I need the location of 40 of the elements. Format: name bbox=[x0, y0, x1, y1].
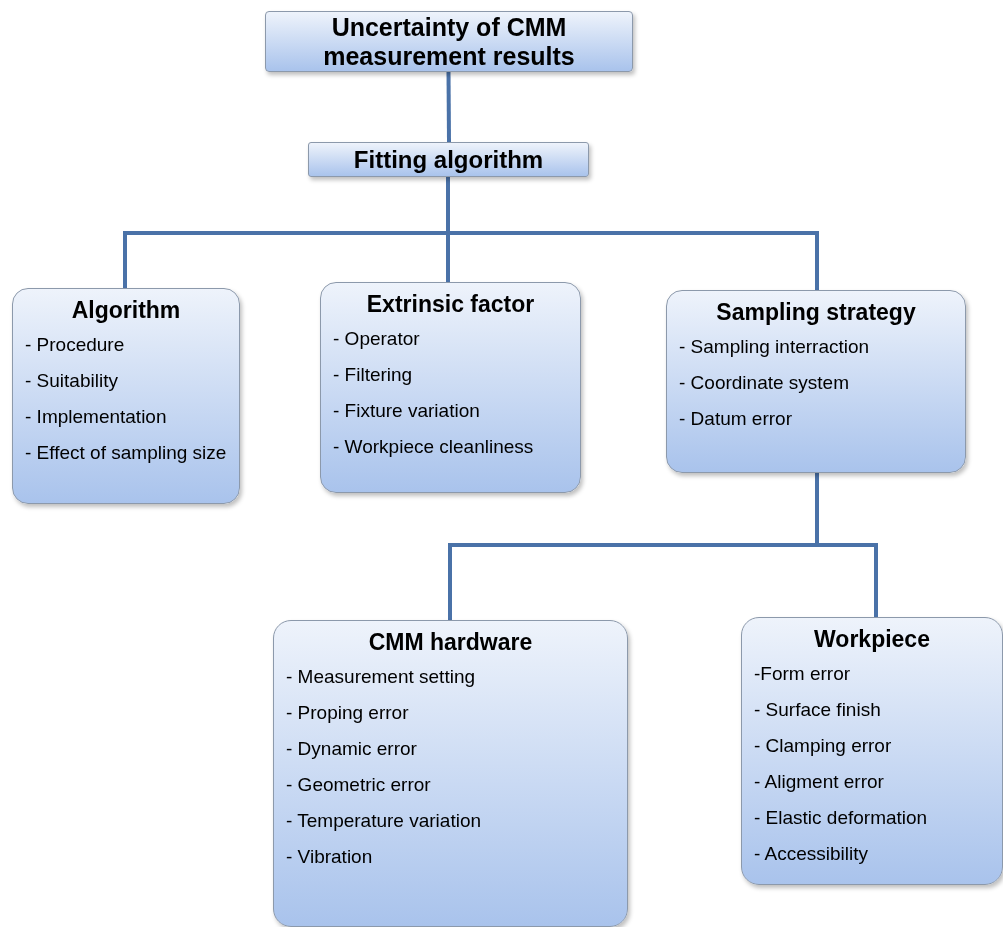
list-item: - Measurement setting bbox=[286, 666, 477, 688]
list-item: - Geometric error bbox=[286, 774, 432, 796]
category-box bbox=[741, 617, 1003, 885]
heading: Extrinsic factor bbox=[365, 291, 536, 318]
connector-line bbox=[446, 177, 819, 290]
heading: Workpiece bbox=[813, 626, 931, 653]
list-item: - Operator bbox=[333, 328, 421, 350]
list-item: - Procedure bbox=[25, 334, 126, 356]
category-box bbox=[320, 282, 581, 493]
connector-line bbox=[815, 473, 878, 617]
connector-line bbox=[446, 72, 451, 142]
list-item: - Implementation bbox=[25, 406, 168, 428]
list-item: - Fixture variation bbox=[333, 400, 481, 422]
list-item: - Aligment error bbox=[754, 771, 885, 793]
category-box bbox=[666, 290, 966, 473]
list-item: - Coordinate system bbox=[679, 372, 850, 394]
list-item: - Workpiece cleanliness bbox=[333, 436, 535, 458]
heading: Sampling strategy bbox=[715, 299, 917, 326]
list-item: - Proping error bbox=[286, 702, 410, 724]
title-box bbox=[265, 11, 633, 72]
list-item: - Datum error bbox=[679, 408, 793, 430]
list-item: - Suitability bbox=[25, 370, 119, 392]
title-box bbox=[308, 142, 589, 177]
list-item: - Vibration bbox=[286, 846, 374, 868]
list-item: - Surface finish bbox=[754, 699, 882, 721]
list-item: - Effect of sampling size bbox=[25, 442, 228, 464]
list-item: - Filtering bbox=[333, 364, 414, 386]
list-item: - Accessibility bbox=[754, 843, 870, 865]
list-item: - Sampling interraction bbox=[679, 336, 871, 358]
list-item: - Elastic deformation bbox=[754, 807, 929, 829]
category-box bbox=[12, 288, 240, 504]
list-item: - Temperature variation bbox=[286, 810, 483, 832]
title-text: Uncertainty of CMM measurement results bbox=[322, 12, 576, 71]
title-text: Fitting algorithm bbox=[353, 145, 544, 174]
list-item: - Dynamic error bbox=[286, 738, 418, 760]
category-box bbox=[273, 620, 628, 927]
list-item: - Clamping error bbox=[754, 735, 893, 757]
list-item: -Form error bbox=[754, 663, 852, 685]
heading: CMM hardware bbox=[367, 629, 534, 656]
heading: Algorithm bbox=[70, 297, 182, 324]
